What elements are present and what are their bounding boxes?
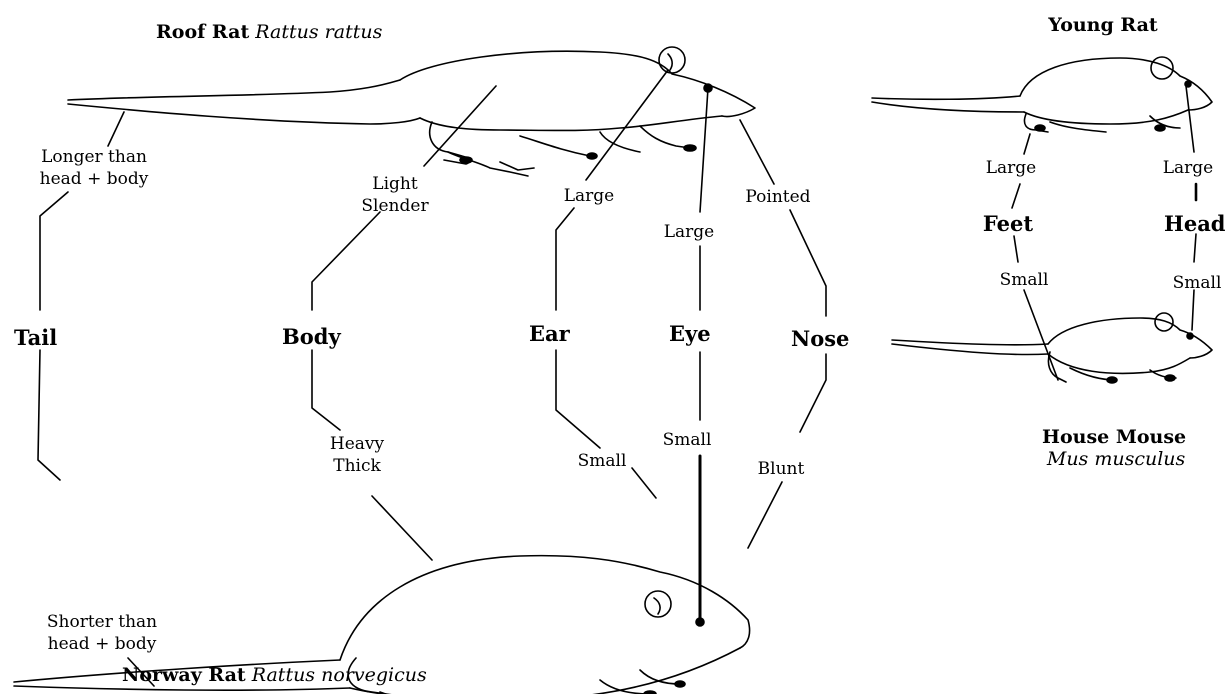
head-mouse-value: Small <box>1173 272 1222 294</box>
house-mouse-title: House Mouse Mus musculus <box>1042 426 1186 470</box>
nose-norway-value: Blunt <box>758 458 805 480</box>
norway-rat-title: Norway Rat Rattus norvegicus <box>122 664 427 686</box>
roof-rat-title: Roof Rat Rattus rattus <box>156 21 382 43</box>
body-norway-line-1: Heavy <box>330 433 384 455</box>
norway-rat-latin-name: Rattus norvegicus <box>252 664 427 686</box>
body-roof-line-2: Slender <box>361 195 428 217</box>
tail-norway-line-2: head + body <box>47 633 157 655</box>
roof-rat-illustration <box>68 47 755 176</box>
body-roof-value: Light Slender <box>361 173 428 217</box>
young-rat-title: Young Rat <box>1048 14 1157 36</box>
house-mouse-latin-name: Mus musculus <box>1046 448 1186 470</box>
head-young-value: Large <box>1163 157 1214 179</box>
trait-feet-label: Feet <box>983 211 1033 236</box>
tail-norway-value: Shorter than head + body <box>47 611 157 655</box>
young-rat-common-name: Young Rat <box>1048 14 1157 36</box>
trait-ear-label: Ear <box>529 321 570 346</box>
tail-roof-value: Longer than head + body <box>40 146 149 190</box>
ear-roof-value: Large <box>564 185 615 207</box>
body-norway-value: Heavy Thick <box>330 433 384 477</box>
nose-roof-value: Pointed <box>745 186 810 208</box>
tail-norway-line-1: Shorter than <box>47 611 157 633</box>
body-roof-line-1: Light <box>361 173 428 195</box>
roof-rat-latin-name: Rattus rattus <box>255 21 382 43</box>
trait-nose-label: Nose <box>791 326 849 351</box>
trait-tail-label: Tail <box>14 325 57 350</box>
feet-young-value: Large <box>986 157 1037 179</box>
feet-mouse-value: Small <box>1000 269 1049 291</box>
ear-norway-value: Small <box>578 450 627 472</box>
trait-head-label: Head <box>1164 211 1226 236</box>
eye-norway-value: Small <box>663 429 712 451</box>
norway-rat-common-name: Norway Rat <box>122 664 246 686</box>
trait-body-label: Body <box>282 324 341 349</box>
tail-roof-line-2: head + body <box>40 168 149 190</box>
house-mouse-common-name: House Mouse <box>1042 426 1186 448</box>
young-rat-illustration <box>872 57 1212 132</box>
house-mouse-illustration <box>892 313 1212 383</box>
trait-eye-label: Eye <box>669 321 711 346</box>
tail-roof-line-1: Longer than <box>40 146 149 168</box>
body-norway-line-2: Thick <box>330 455 384 477</box>
eye-roof-value: Large <box>664 221 715 243</box>
roof-rat-common-name: Roof Rat <box>156 21 249 43</box>
